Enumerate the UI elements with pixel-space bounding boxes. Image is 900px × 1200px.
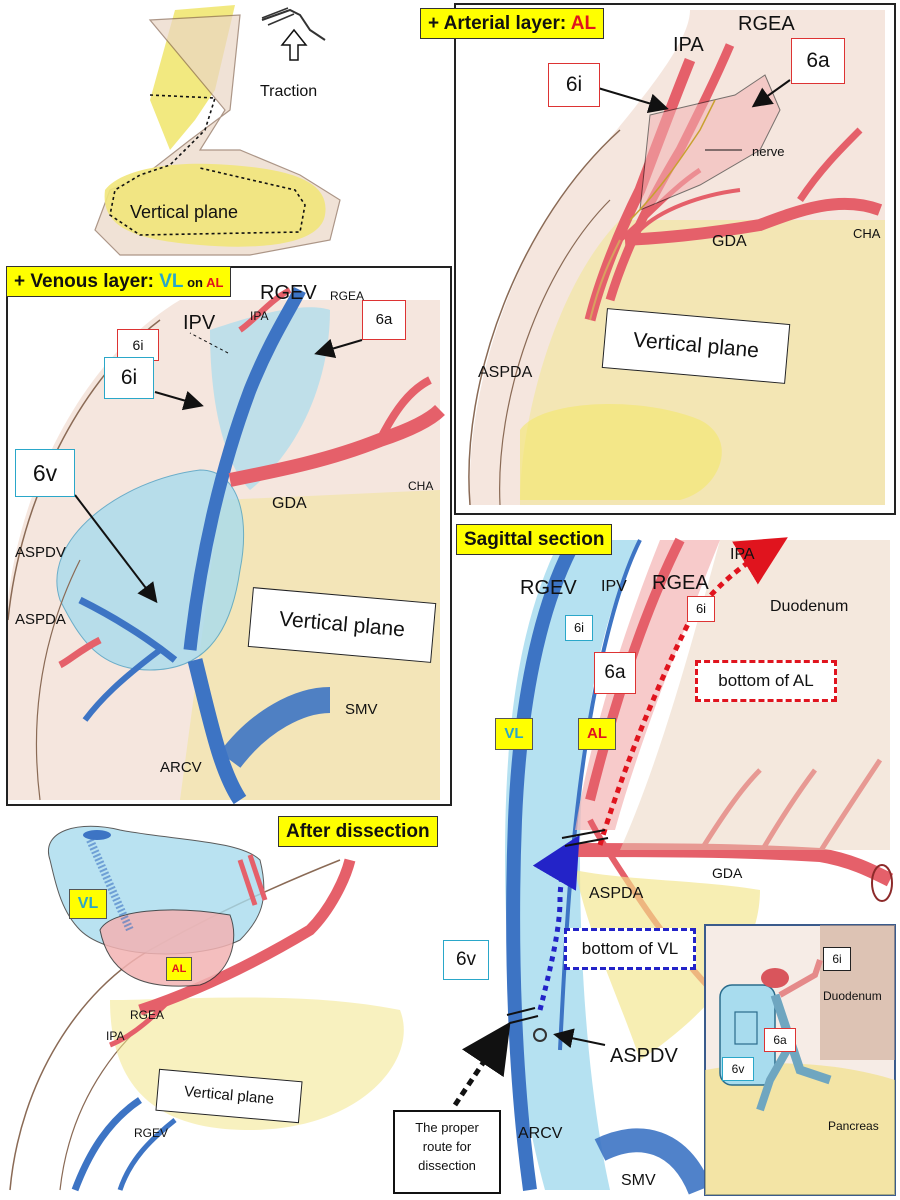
climber-inset-art [704, 924, 896, 1196]
venous-panel [6, 266, 452, 806]
cha-label-arterial: CHA [853, 226, 881, 241]
traction-label: Traction [260, 83, 318, 100]
rgea-label-arterial: RGEA [738, 13, 795, 35]
rgev-label-venous: RGEV [260, 282, 317, 304]
vl-tag-sagittal: VL [495, 718, 533, 750]
venous-layer-title: + Venous layer: VL on AL [6, 266, 232, 297]
vertical-plane-label-top: Vertical plane [130, 202, 239, 222]
smv-label-venous: SMV [345, 701, 378, 718]
traction-sketch [94, 5, 341, 256]
venous-title-on: on [183, 275, 207, 290]
rgea-label-after: RGEA [130, 1008, 165, 1022]
gda-label-sagittal: GDA [712, 865, 743, 881]
duodenum-label-inset: Duodenum [823, 989, 882, 1003]
proper-route-box: The proper route for dissection [393, 1110, 501, 1194]
box-6v-sagittal: 6v [443, 940, 489, 980]
route-line-1: The proper [415, 1120, 479, 1135]
vl-tag-after: VL [69, 889, 107, 919]
venous-title-key: VL [159, 271, 184, 292]
aspda-label-venous: ASPDA [15, 611, 66, 628]
venous-title-al: AL [206, 275, 224, 290]
ipv-label-sagittal: IPV [601, 578, 627, 595]
box-6i-arterial: 6i [548, 63, 600, 107]
ipa-label-arterial: IPA [673, 34, 704, 56]
ipa-label-after: IPA [106, 1029, 125, 1043]
box-6i-venous-red: 6i [117, 329, 159, 361]
box-6a-venous: 6a [362, 300, 406, 340]
arcv-label-sagittal: ARCV [518, 1125, 563, 1142]
box-6v-inset: 6v [722, 1057, 754, 1081]
aspda-label-arterial: ASPDA [478, 364, 533, 381]
rgev-label-after: RGEV [134, 1126, 169, 1140]
box-6a-arterial: 6a [791, 38, 845, 84]
route-line-2: route for [422, 1139, 472, 1154]
aspdv-label-sagittal: ASPDV [610, 1045, 678, 1067]
after-dissection-art [9, 825, 404, 1192]
rgea-label-venous: RGEA [330, 289, 365, 303]
al-tag-sagittal: AL [578, 718, 616, 750]
smv-label-sagittal: SMV [621, 1172, 656, 1189]
sagittal-section-title: Sagittal section [456, 524, 613, 555]
box-6a-sagittal: 6a [594, 652, 636, 694]
after-dissection-title: After dissection [278, 816, 438, 847]
rgea-label-sagittal: RGEA [652, 572, 709, 594]
pancreas-label-inset: Pancreas [828, 1119, 879, 1133]
rgev-label-sagittal: RGEV [520, 577, 577, 599]
arterial-title-key: AL [570, 13, 597, 34]
arterial-title-prefix: + Arterial layer: [428, 13, 571, 34]
box-6v-venous: 6v [15, 449, 75, 497]
cha-label-venous: CHA [408, 479, 434, 493]
ipa-label-venous: IPA [250, 309, 269, 323]
box-6i-venous-cyan: 6i [104, 357, 154, 399]
bottom-of-al-box: bottom of AL [695, 660, 837, 702]
duodenum-label-sagittal: Duodenum [770, 598, 849, 615]
box-6i-sagittal-cyan: 6i [565, 615, 593, 641]
al-tag-after: AL [166, 957, 192, 981]
box-6i-sagittal-red: 6i [687, 596, 715, 622]
nerve-label: nerve [752, 144, 785, 159]
ipv-label-venous: IPV [183, 312, 216, 334]
arterial-panel [454, 3, 896, 515]
gda-label-venous: GDA [272, 495, 307, 512]
aspda-label-sagittal: ASPDA [589, 885, 644, 902]
bottom-of-vl-box: bottom of VL [564, 928, 696, 970]
ipa-label-sagittal: IPA [730, 546, 755, 563]
box-6a-inset: 6a [764, 1028, 796, 1052]
route-line-3: dissection [418, 1158, 476, 1173]
aspdv-label-venous: ASPDV [15, 544, 66, 561]
box-6i-inset: 6i [823, 947, 851, 971]
arcv-label-venous: ARCV [160, 759, 202, 776]
arterial-layer-title: + Arterial layer: AL [420, 8, 605, 39]
venous-title-prefix: + Venous layer: [14, 271, 160, 292]
gda-label-arterial: GDA [712, 233, 747, 250]
